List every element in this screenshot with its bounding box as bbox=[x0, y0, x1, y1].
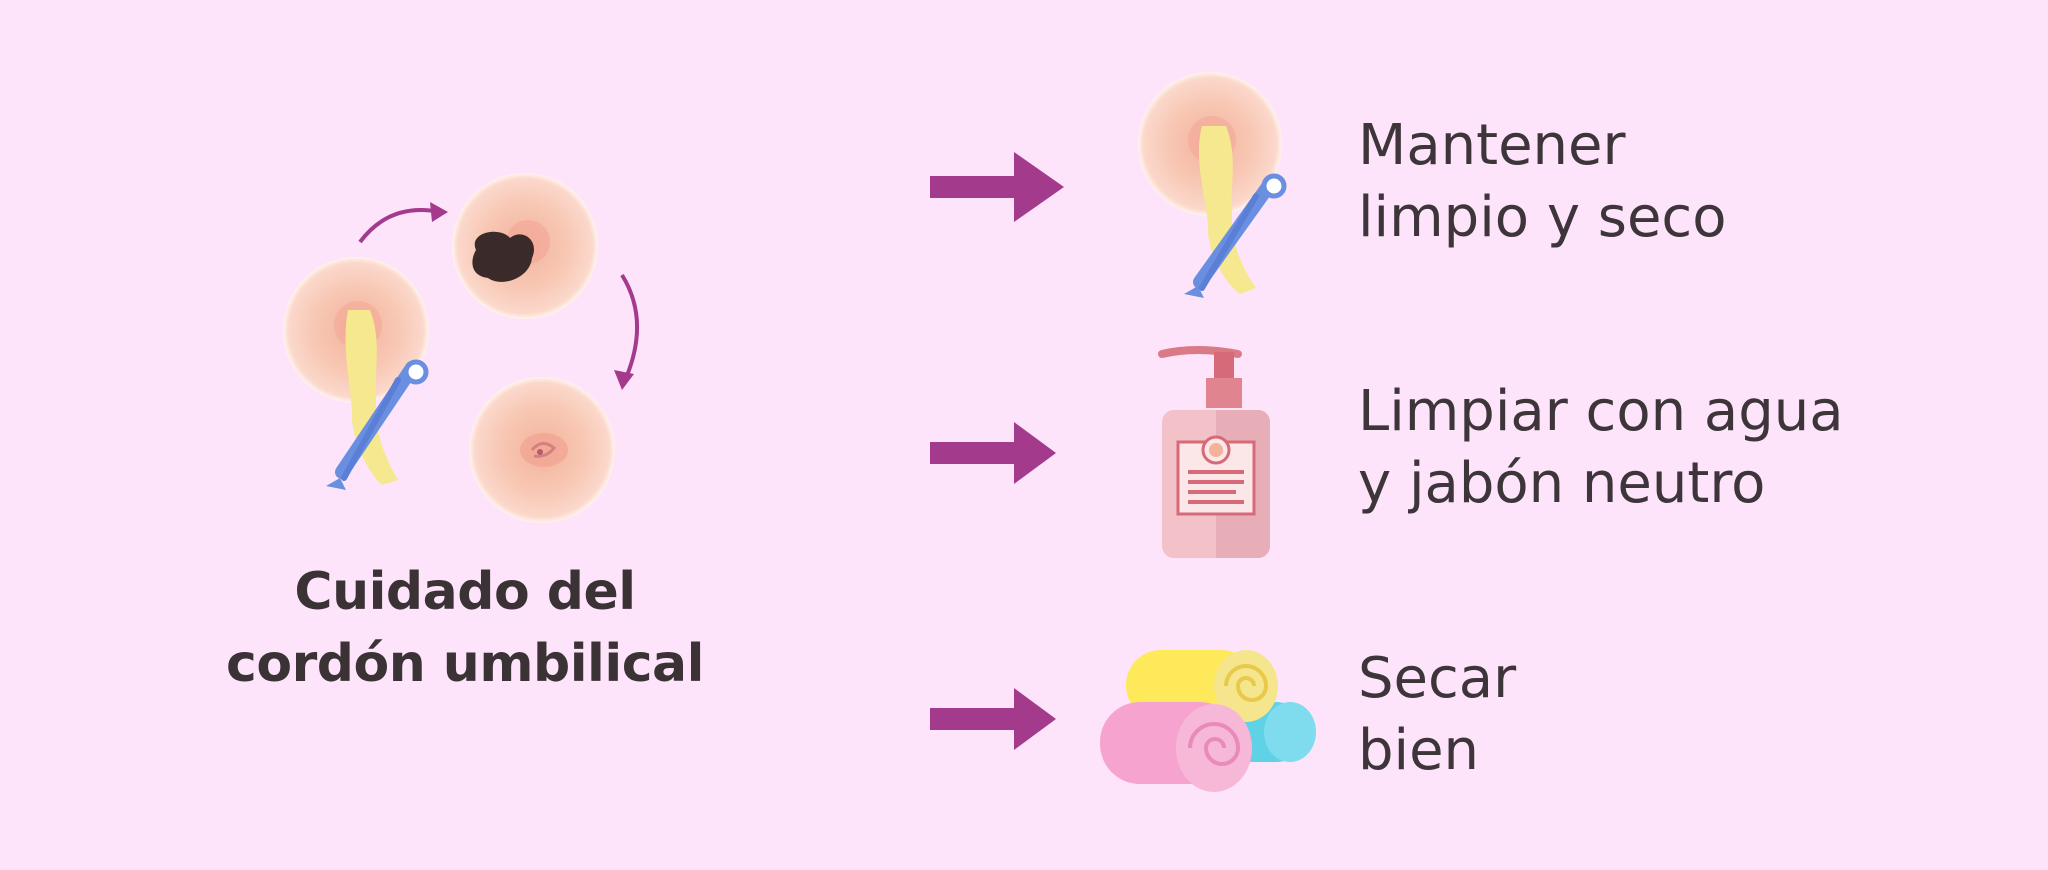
clamped-cord-icon bbox=[1130, 72, 1310, 306]
step-3-line-2: bien bbox=[1358, 718, 1480, 783]
cycle-arrow-icon bbox=[358, 202, 448, 244]
step-arrow-icon bbox=[930, 418, 1064, 492]
cord-healing-cycle bbox=[270, 160, 650, 530]
step-1-text: Mantener limpio y seco bbox=[1358, 110, 2038, 254]
step-arrow-icon bbox=[930, 152, 1064, 226]
diagram-title: Cuidado del cordón umbilical bbox=[180, 556, 750, 700]
step-2-line-2: y jabón neutro bbox=[1358, 451, 1766, 516]
step-1-line-1: Mantener bbox=[1358, 113, 1626, 178]
fresh-cord-icon bbox=[283, 257, 429, 490]
healed-navel-icon bbox=[469, 377, 615, 523]
title-line-2: cordón umbilical bbox=[226, 634, 704, 694]
title-line-1: Cuidado del bbox=[294, 562, 636, 622]
step-3-text: Secar bien bbox=[1358, 643, 2038, 787]
cycle-arrow-icon bbox=[614, 273, 640, 390]
rolled-towels-icon bbox=[1096, 646, 1326, 800]
step-2-text: Limpiar con agua y jabón neutro bbox=[1358, 376, 2038, 520]
soap-bottle-icon bbox=[1156, 344, 1276, 563]
step-2-line-1: Limpiar con agua bbox=[1358, 379, 1844, 444]
step-1-line-2: limpio y seco bbox=[1358, 185, 1727, 250]
step-arrow-icon bbox=[930, 684, 1064, 758]
step-3-line-1: Secar bbox=[1358, 646, 1517, 711]
dried-cord-icon bbox=[452, 173, 598, 319]
